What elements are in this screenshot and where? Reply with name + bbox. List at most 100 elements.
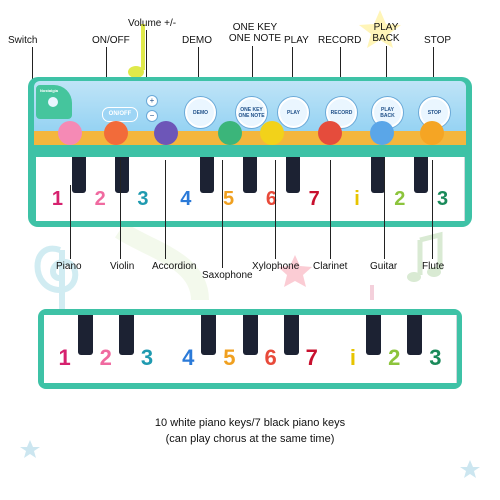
demo-label: DEMO [182,35,212,46]
octopus-piano-icon [58,121,82,145]
key-number: 7 [305,345,318,370]
playback-label: PLAY BACK [366,22,406,44]
shark-guitar-icon [370,121,394,145]
black-key[interactable] [118,315,134,355]
key-number: 1 [51,188,63,210]
onoff-label: ON/OFF [92,35,130,46]
stop-label: STOP [424,35,452,46]
leader-line [252,46,253,96]
leader-line [432,160,433,259]
brand-text: Nostalgia [40,88,59,93]
music-note-icon [407,272,421,282]
key-number: 3 [429,345,442,370]
key-number: 2 [388,345,401,370]
playback-label-line2: BACK [372,33,400,44]
onekey-label: ONE KEY ONE NOTE [228,22,282,44]
key-number: 6 [265,188,277,210]
music-note-icon [417,231,443,275]
key-number: i [354,188,360,210]
key-number: 5 [223,188,235,210]
leader-line [386,46,387,96]
leader-line [165,160,166,259]
shrimp-clarinet-icon [318,121,342,145]
key-number: 5 [223,345,236,370]
ray-accordion-icon [154,121,178,145]
key-number: 7 [308,188,320,210]
violin-label: Violin [110,261,135,272]
piano-label: Piano [56,261,82,272]
leader-line [330,160,331,259]
volume-up-button[interactable]: + [146,95,158,107]
accordion-label: Accordion [152,261,197,272]
key-number: 1 [58,345,71,370]
key-number: 4 [180,188,192,210]
caption-line1: 10 white piano keys/7 black piano keys [154,417,346,429]
black-key[interactable] [201,315,217,355]
black-key[interactable] [114,157,129,193]
volume-label: Volume +/- [128,18,177,29]
key-number: 2 [94,188,106,210]
demo-button[interactable]: DEMO [185,97,216,128]
leader-line [120,160,121,259]
key-number: 3 [137,188,149,210]
black-key[interactable] [285,157,300,193]
leader-line [340,47,341,97]
mat-sand [34,131,466,145]
onoff-button[interactable]: ON/OFF [102,107,138,122]
caption-line2: (can play chorus at the same time) [165,433,335,445]
key-number: 6 [264,345,277,370]
black-key[interactable] [71,157,86,193]
xylophone-label: Xylophone [252,261,300,272]
key-number: 3 [140,345,154,370]
leader-line [198,47,199,97]
play-button[interactable]: PLAY [278,97,309,128]
black-key[interactable] [371,157,386,193]
star-icon [359,10,401,48]
black-key[interactable] [407,315,423,355]
saxophone-label: Saxophone [202,270,253,281]
black-key[interactable] [200,157,215,193]
leader-line [146,30,147,100]
music-note-icon [115,222,209,301]
playback-label-line1: PLAY [373,22,399,33]
power-switch[interactable]: Nostalgia [36,85,72,119]
black-key[interactable] [283,315,299,355]
turtle-xylophone-icon [260,121,284,145]
black-key[interactable] [77,315,93,355]
onekey-button[interactable]: ONE KEY ONE NOTE [236,97,267,128]
white-key[interactable]: 7 [292,157,337,221]
key-number: 4 [182,345,195,370]
fish-flute-icon [420,121,444,145]
record-label: RECORD [318,35,362,46]
star-icon [460,460,480,478]
onekey-label-line1: ONE KEY [232,22,278,33]
flute-label: Flute [422,261,445,272]
music-note-icon [427,267,441,277]
record-button[interactable]: RECORD [326,97,357,128]
black-key[interactable] [414,157,429,193]
leader-line [433,47,434,97]
treble-clef-icon [34,245,79,321]
switch-label: Switch [8,35,38,46]
clarinet-label: Clarinet [313,261,348,272]
volume-down-button[interactable]: − [146,110,158,122]
black-key[interactable] [366,315,382,355]
leader-line [384,160,385,259]
onekey-label-line2: ONE NOTE [228,33,282,44]
leader-line [70,185,71,259]
key-number: 3 [437,188,449,210]
black-key[interactable] [243,157,257,193]
key-number: 2 [394,188,406,210]
leader-line [292,47,293,97]
star-icon [278,255,312,287]
piano-mat: Nostalgia ON/OFF + − DEMO ONE KEY ONE NO… [28,77,472,227]
crab-violin-icon [104,121,128,145]
music-note-icon [128,66,144,78]
white-key[interactable]: 3 [421,157,465,221]
black-key[interactable] [242,315,258,355]
leader-line [32,47,33,83]
key-number: 2 [99,345,112,370]
